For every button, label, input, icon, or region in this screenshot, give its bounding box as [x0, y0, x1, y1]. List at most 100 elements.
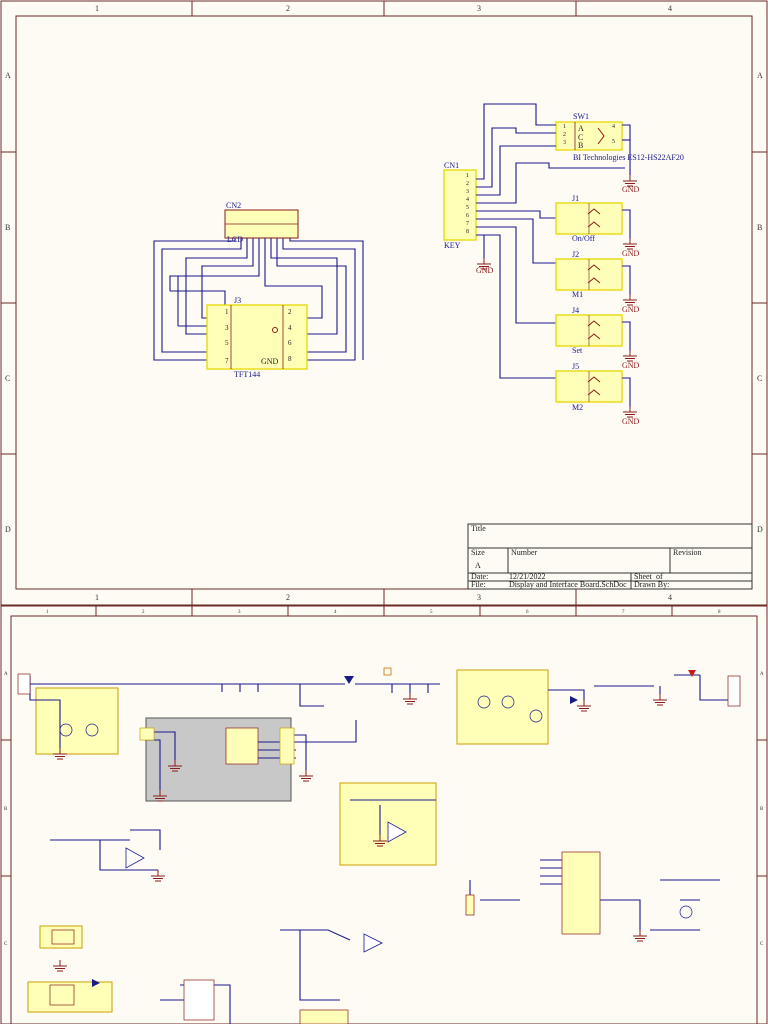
col-label-1-bottom: 1 — [95, 593, 99, 602]
switch-j2: J2 M1 GND — [555, 250, 640, 314]
j4-ref: J4 — [572, 306, 579, 315]
j3-name: TFT144 — [234, 370, 260, 379]
header-small — [465, 894, 475, 916]
sheet-2: 1 2 3 4 5 6 7 8 A B C A B C — [0, 605, 768, 1024]
sheet-1-drawing-area — [15, 15, 753, 590]
sheet-1: 1 2 3 4 1 2 3 4 A B C D A B C D Title — [0, 0, 768, 606]
title-label: Title — [471, 524, 486, 533]
row-label-b: B — [5, 223, 10, 232]
j3-ref: J3 — [234, 296, 241, 305]
j3-pin-8: 8 — [288, 355, 292, 363]
sw1-part: BI Technologies ES12-HS22AF20 — [573, 153, 684, 162]
number-label: Number — [511, 548, 538, 557]
row-label-a: A — [5, 71, 11, 80]
col-label-1: 1 — [95, 4, 99, 13]
j3-pin-6: 6 — [288, 339, 292, 347]
switch-j4: J4 Set GND — [555, 306, 640, 370]
j1-ref: J1 — [572, 194, 579, 203]
sw1-pin-3: 3 — [563, 140, 566, 146]
ic-boost — [49, 984, 75, 1006]
drawn-by-label: Drawn By: — [634, 580, 669, 589]
cn1-pin-4: 4 — [466, 197, 469, 203]
col-label-4: 4 — [668, 4, 672, 13]
j4-gnd: GND — [622, 361, 640, 370]
title-block: Title Size A Number Revision Date: 12/21… — [467, 523, 753, 590]
col-label-3: 3 — [477, 4, 481, 13]
jumper-pair — [139, 727, 155, 741]
j1-name: On/Off — [572, 234, 595, 243]
cn1-pin-1: 1 — [466, 173, 469, 179]
transistor-led — [679, 905, 693, 919]
date-label: Date: — [471, 572, 488, 581]
s2-row-a: A — [4, 672, 8, 677]
s2-col-5: 5 — [430, 610, 433, 615]
sw1-pin-a: A — [578, 124, 584, 133]
opamp-1 — [125, 847, 145, 869]
ic-main-controller — [561, 851, 601, 935]
row-label-c-right: C — [757, 374, 762, 383]
sw1-pin-c: C — [578, 133, 583, 142]
j2-ref: J2 — [572, 250, 579, 259]
col-label-2: 2 — [286, 4, 290, 13]
sw1-pin-1: 1 — [563, 124, 566, 130]
row-label-d: D — [5, 525, 11, 534]
j3-pin-7: 7 — [225, 357, 229, 365]
j3-gnd: GND — [261, 357, 279, 366]
sw1-encoder: SW1 BI Technologies ES12-HS22AF20 A C B … — [555, 112, 684, 194]
j3-pin-2: 2 — [288, 308, 292, 316]
cn2-ref: CN2 — [226, 201, 241, 210]
diode-top — [344, 676, 354, 684]
cn1-pin-3: 3 — [466, 189, 469, 195]
j2-name: M1 — [572, 290, 583, 299]
sw1-ref: SW1 — [573, 112, 589, 121]
sw1-pin-4: 4 — [612, 124, 615, 130]
col-label-4-bottom: 4 — [668, 593, 672, 602]
file-label: File: — [471, 580, 486, 589]
col-label-3-bottom: 3 — [477, 593, 481, 602]
opamp-3 — [363, 933, 383, 953]
s2-row-b-right: B — [760, 807, 764, 812]
s2-row-c: C — [4, 942, 8, 947]
s2-row-a-right: A — [760, 672, 764, 677]
s2-col-4: 4 — [334, 610, 337, 615]
diode-boost — [92, 979, 100, 987]
ic-bottom — [299, 1009, 349, 1024]
s2-row-b: B — [4, 807, 8, 812]
switch-j1: J1 On/Off GND — [555, 194, 640, 258]
cn1-ref: CN1 — [444, 161, 459, 170]
ic-mcu — [225, 727, 259, 765]
led-red — [688, 670, 696, 677]
diode-right — [570, 696, 578, 704]
cn1-gnd: GND — [476, 266, 494, 275]
row-label-b-right: B — [757, 223, 762, 232]
j3-pin-4: 4 — [288, 324, 292, 332]
s2-col-6: 6 — [526, 610, 529, 615]
opamp-2 — [387, 821, 407, 843]
s2-row-c-right: C — [760, 942, 764, 947]
transistor-3 — [529, 709, 543, 723]
sw1-pin-b: B — [578, 141, 583, 150]
s2-col-8: 8 — [718, 610, 721, 615]
sw1-pin-2: 2 — [563, 132, 566, 138]
switch-j5: J5 M2 GND — [555, 362, 640, 426]
j3-pin-3: 3 — [225, 324, 229, 332]
ic-lower-left — [183, 979, 215, 1021]
connector-left — [17, 673, 31, 695]
block-mcu-grey — [145, 717, 292, 802]
j1-gnd: GND — [622, 249, 640, 258]
j3-header: J3 TFT144 GND 1 3 5 7 2 4 6 8 — [206, 296, 308, 379]
row-label-a-right: A — [757, 71, 763, 80]
file-value: Display and Interface Board.SchDoc — [509, 580, 627, 589]
cn1-name: KEY — [444, 241, 461, 250]
date-value: 12/21/2022 — [509, 572, 545, 581]
connector-right — [727, 675, 741, 707]
sw1-pin-5: 5 — [612, 139, 615, 145]
test-point — [383, 667, 392, 676]
s2-col-7: 7 — [622, 610, 625, 615]
lcd-wires — [153, 238, 364, 361]
key-wires — [476, 103, 625, 379]
block-transistors — [456, 669, 549, 745]
of-label: of — [656, 572, 663, 581]
mosfet-2 — [85, 723, 99, 737]
j5-ref: J5 — [572, 362, 579, 371]
